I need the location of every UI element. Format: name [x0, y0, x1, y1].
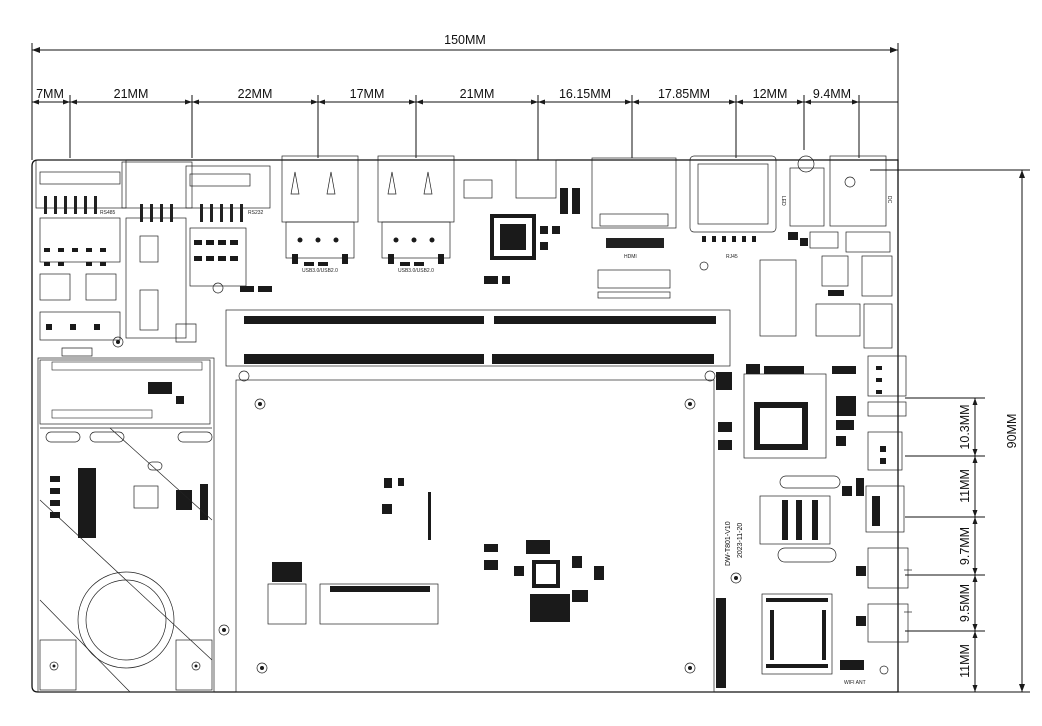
led-and-dc-connector: LED DC [759, 155, 893, 349]
right-seg-1-label: 10.3MM [958, 404, 972, 449]
seg-1-label: 7MM [36, 87, 64, 101]
led-label: LED [780, 196, 786, 206]
right-side-controller: DW-T801-V10 2023-11-20 WIFI ANT [716, 355, 912, 688]
seg-3-label: 22MM [238, 87, 273, 101]
controller-chip-area [463, 159, 580, 284]
total-width-label: 150MM [444, 33, 486, 47]
seg-6-label: 16.15MM [559, 87, 611, 101]
dc-label: DC [886, 196, 892, 204]
battery-area [37, 357, 230, 693]
compute-module [235, 379, 715, 693]
seg-4-label: 17MM [350, 87, 385, 101]
serial-connector-area: RS485 RS232 [35, 159, 272, 357]
rj45-label: RJ45 [726, 254, 738, 260]
usb-connector-2: USB3.0/USB2.0 [377, 155, 455, 274]
right-seg-5-label: 11MM [958, 644, 972, 678]
seg-9-label: 9.4MM [813, 87, 851, 101]
right-seg-3-label: 9.7MM [958, 527, 972, 565]
seg-8-label: 12MM [753, 87, 788, 101]
board-date: 2023-11-20 [737, 523, 744, 558]
sodimm-slot [225, 309, 731, 382]
rs485-label: RS485 [100, 210, 116, 216]
seg-2-label: 21MM [114, 87, 149, 101]
rs232-label: RS232 [248, 210, 264, 216]
usb-b-label: USB3.0/USB2.0 [398, 268, 434, 274]
right-seg-2-label: 11MM [958, 469, 972, 503]
dimension-lines [31, 43, 1030, 693]
seg-7-label: 17.85MM [658, 87, 710, 101]
hdmi-connector: HDMI [591, 157, 677, 299]
rj45-connector: RJ45 [689, 155, 777, 271]
total-height-label: 90MM [1005, 414, 1019, 449]
hdmi-label: HDMI [624, 254, 637, 260]
right-seg-4-label: 9.5MM [958, 584, 972, 622]
seg-5-label: 21MM [460, 87, 495, 101]
board-model: DW-T801-V10 [725, 521, 732, 566]
usb-connector-1: USB3.0/USB2.0 [281, 155, 359, 274]
wifi-ant-label: WIFI ANT [844, 680, 866, 686]
usb-a-label: USB3.0/USB2.0 [302, 268, 338, 274]
dimension-labels: 150MM 7MM 21MM 22MM 17MM 21MM 16.15MM 17… [36, 33, 1019, 678]
